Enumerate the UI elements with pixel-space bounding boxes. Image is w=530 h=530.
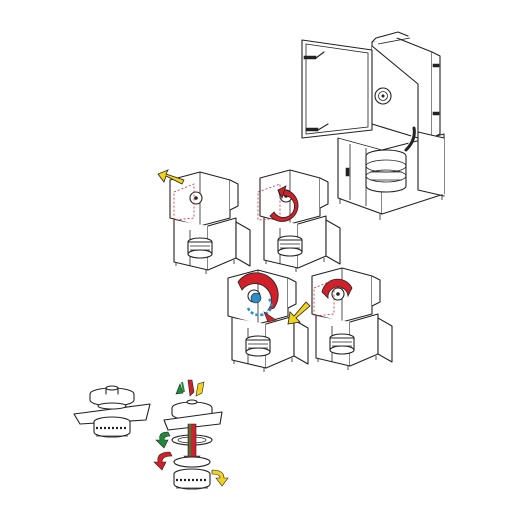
red-curved-arrow-icon bbox=[237, 272, 279, 311]
red-down-arrow-icon bbox=[187, 379, 195, 397]
yellow-curved-arrow-icon bbox=[211, 469, 229, 487]
step-1-figure bbox=[157, 169, 251, 275]
step-3-figure bbox=[227, 269, 309, 373]
step-4-figure bbox=[287, 267, 393, 371]
main-cabinet-figure bbox=[301, 31, 445, 220]
step-2-figure bbox=[257, 169, 341, 273]
sieve-assembled-figure bbox=[73, 385, 151, 438]
red-rotate-arrow-icon bbox=[269, 189, 299, 222]
yellow-down-arrow-icon-2 bbox=[195, 381, 205, 397]
sieve-exploded-figure bbox=[153, 379, 229, 490]
yellow-down-arrow-icon bbox=[287, 301, 311, 325]
door-handle-icon bbox=[303, 55, 317, 60]
yellow-arrow-icon bbox=[157, 169, 185, 185]
green-arrow-icon bbox=[155, 431, 171, 449]
red-curved-arrow-icon-2 bbox=[153, 451, 173, 471]
